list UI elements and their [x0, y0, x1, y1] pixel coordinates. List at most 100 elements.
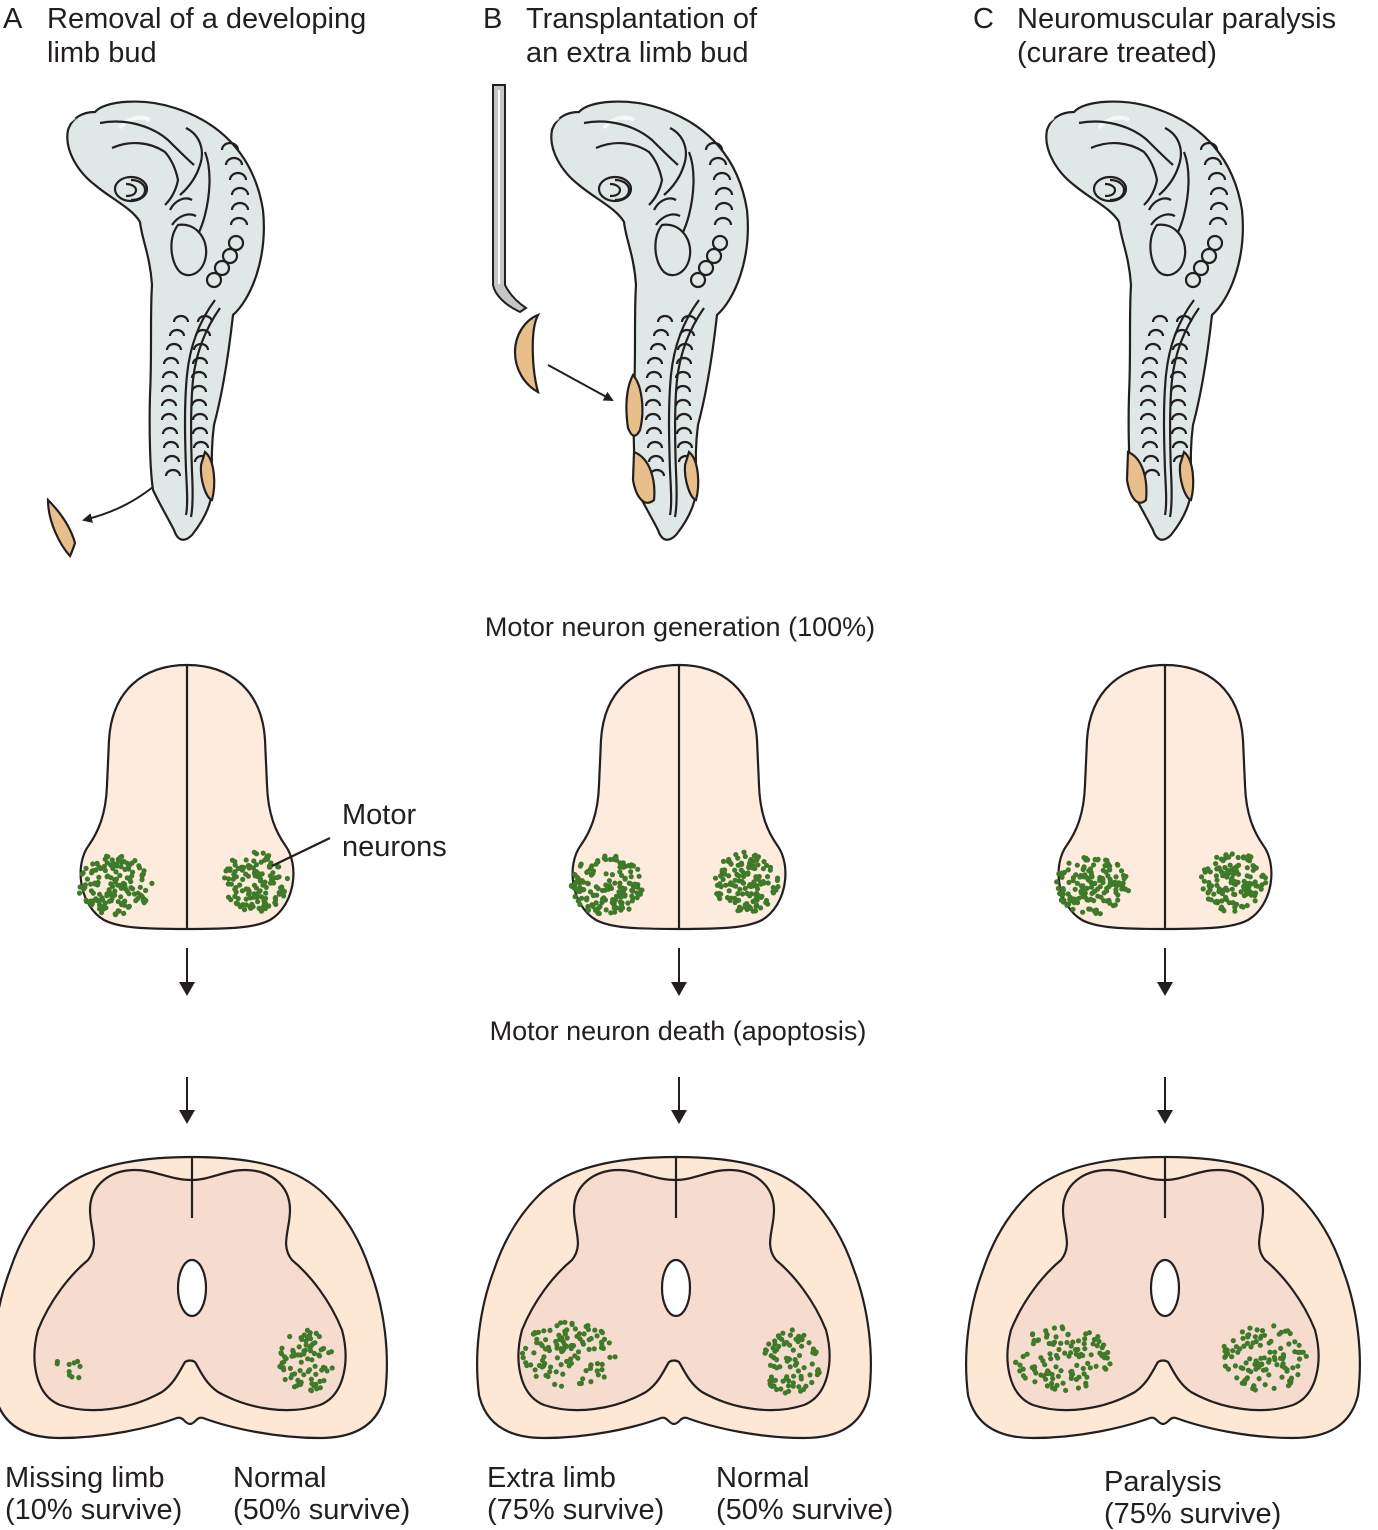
- mature-cord-c: [965, 1155, 1361, 1440]
- motor-neuron-dot: [1230, 1348, 1236, 1354]
- motor-neuron-dot: [789, 1327, 795, 1333]
- arrows-upper: [179, 948, 1173, 996]
- motor-neuron-dot: [795, 1338, 801, 1345]
- motor-neuron-dot: [545, 1373, 551, 1380]
- motor-neuron-dot: [1254, 883, 1260, 889]
- motor-neuron-dot: [83, 865, 89, 872]
- motor-neuron-dot: [599, 1367, 605, 1373]
- motor-neuron-dot: [1224, 887, 1230, 893]
- motor-neuron-dot: [732, 899, 738, 906]
- motor-neuron-dot: [280, 1365, 286, 1372]
- motor-neuron-dot: [742, 853, 748, 860]
- motor-neuron-dot: [523, 1345, 529, 1351]
- motor-neuron-dot: [1234, 864, 1240, 870]
- motor-neuron-dot: [1088, 896, 1094, 902]
- embryo-b-limb-bud-left: [631, 450, 656, 504]
- motor-neuron-dot: [284, 875, 290, 882]
- motor-neuron-dot: [609, 872, 616, 878]
- motor-neuron-dot: [1303, 1353, 1309, 1359]
- motor-neuron-dot: [1240, 904, 1246, 910]
- motor-neuron-dot: [619, 872, 625, 879]
- motor-neurons-callout: Motor neurons: [271, 799, 447, 867]
- outcome-c-line2: (75% survive): [1104, 1498, 1281, 1530]
- motor-neuron-dot: [1250, 1385, 1256, 1392]
- motor-neuron-dot: [117, 872, 123, 879]
- motor-neuron-dot: [767, 867, 773, 873]
- motor-neuron-dot: [1258, 886, 1264, 892]
- motor-neuron-dot: [575, 1349, 582, 1355]
- motor-neuron-dot: [726, 873, 732, 879]
- motor-neuron-dot: [1074, 862, 1080, 868]
- stage-label-generation: Motor neuron generation (100%): [485, 612, 875, 642]
- motor-neuron-dot: [1280, 1361, 1286, 1367]
- motor-neuron-dot: [1229, 1354, 1235, 1360]
- motor-neuron-dot: [733, 852, 739, 858]
- motor-neuron-dot: [263, 895, 269, 902]
- motor-neuron-dot: [308, 1342, 314, 1349]
- motor-neuron-dot: [312, 1363, 318, 1369]
- motor-neuron-dot: [1103, 869, 1109, 875]
- motor-neuron-dot: [607, 1354, 613, 1360]
- motor-neuron-dot: [737, 886, 743, 892]
- motor-neuron-dot: [1044, 1383, 1050, 1389]
- motor-neuron-dot: [781, 1341, 787, 1347]
- motor-neuron-dot: [1118, 868, 1125, 874]
- motor-neuron-dot: [1052, 1386, 1058, 1392]
- embryo-c-limb-bud-right: [1178, 450, 1195, 502]
- motor-neuron-dot: [768, 1374, 775, 1380]
- motor-neuron-dot: [1063, 1387, 1069, 1393]
- motor-neuron-dot: [257, 906, 263, 912]
- motor-neuron-dot: [1279, 1374, 1285, 1380]
- motor-neuron-dot: [320, 1364, 327, 1370]
- motor-neuron-dot: [558, 1383, 565, 1389]
- motor-neuron-dot: [741, 873, 747, 880]
- motor-neuron-dot: [1043, 1328, 1049, 1334]
- motor-neuron-dot: [792, 1362, 799, 1368]
- motor-neuron-dot: [295, 1352, 301, 1358]
- motor-neuron-dot: [1070, 906, 1076, 912]
- motor-neuron-dot: [575, 898, 581, 904]
- motor-neuron-dot: [232, 862, 238, 868]
- motor-neuron-dot: [1045, 1370, 1051, 1377]
- motor-neuron-dot: [1080, 909, 1086, 915]
- motor-neuron-dot: [225, 894, 232, 900]
- motor-neuron-dot: [260, 882, 266, 888]
- motor-neuron-dot: [276, 891, 282, 897]
- motor-neuron-dot: [591, 892, 597, 898]
- motor-neuron-dot: [106, 887, 112, 893]
- motor-neuron-dot: [54, 1358, 61, 1365]
- motor-neuron-dot: [1240, 1335, 1246, 1341]
- motor-neuron-dot: [1044, 1334, 1050, 1340]
- motor-neuron-dot: [1101, 898, 1107, 904]
- transplant-arrow: [547, 364, 614, 401]
- motor-neuron-dot: [1216, 865, 1222, 871]
- motor-neuron-dot: [552, 1381, 558, 1387]
- motor-neuron-dot: [560, 1371, 566, 1377]
- embryo-a: [46, 99, 266, 558]
- motor-neuron-dot: [279, 884, 285, 890]
- motor-neuron-dot: [1272, 1357, 1278, 1363]
- motor-neuron-dot: [1232, 879, 1238, 885]
- motor-neuron-dot: [764, 874, 771, 880]
- motor-neuron-dot: [1219, 898, 1225, 904]
- embryo-c-limb-bud-left: [1125, 450, 1148, 504]
- motor-neuron-dot: [1232, 908, 1238, 914]
- motor-neuron-dot: [1033, 1370, 1039, 1376]
- motor-neuron-dot: [1242, 887, 1249, 893]
- motor-neuron-dot: [251, 849, 257, 855]
- motor-neuron-dot: [626, 906, 632, 912]
- panel-c-title-line2: (curare treated): [1017, 37, 1217, 69]
- motor-neuron-dot: [1239, 1329, 1245, 1335]
- motor-neuron-dot: [554, 1355, 561, 1361]
- motor-neuron-dot: [1097, 911, 1103, 917]
- motor-neuron-dot: [1266, 1372, 1272, 1378]
- motor-neuron-dot: [1296, 1342, 1302, 1348]
- motor-neuron-dot: [139, 877, 145, 883]
- motor-neuron-dot: [1223, 894, 1229, 901]
- motor-neuron-dot: [539, 1364, 545, 1370]
- motor-neuron-dot: [69, 1374, 75, 1380]
- motor-neuron-dot: [587, 889, 594, 895]
- motor-neuron-dot: [590, 903, 596, 910]
- motor-neuron-dot: [798, 1388, 804, 1394]
- motor-neuron-dot: [1278, 1329, 1284, 1335]
